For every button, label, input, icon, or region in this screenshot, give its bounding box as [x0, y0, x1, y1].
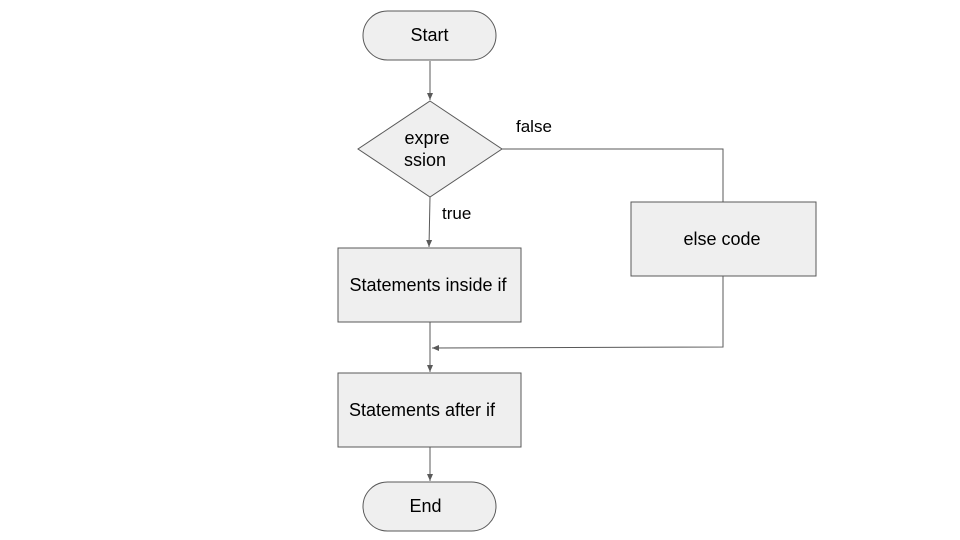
else-block-label: else code [683, 229, 760, 249]
else-block-node: else code [630, 201, 817, 277]
after-block-label: Statements after if [349, 400, 496, 420]
expression-label-line-2: ssion [404, 150, 446, 170]
end-node-label: End [409, 496, 441, 516]
edge-expression-to-else-block [502, 148, 724, 202]
expression-label-line-1: expre [404, 128, 449, 148]
false-edge-label: false [516, 117, 552, 136]
after-block-node: Statements after if [337, 372, 522, 448]
end-node: End [362, 481, 497, 532]
true-edge-label: true [442, 204, 471, 223]
start-node-label: Start [410, 25, 448, 45]
edge-expression-to-if-block [426, 196, 433, 248]
start-node: Start [362, 10, 497, 61]
expression-decision-node: expre ssion [357, 100, 503, 198]
if-block-node: Statements inside if [337, 247, 522, 323]
edge-else-block-to-merge [431, 276, 724, 351]
if-block-label: Statements inside if [349, 275, 507, 295]
